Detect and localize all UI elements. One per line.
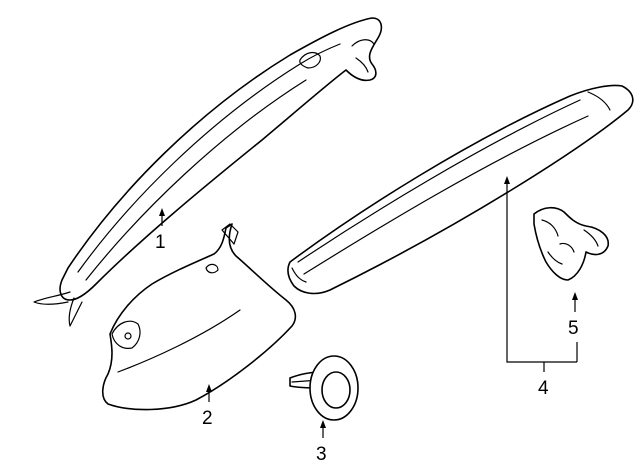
callout-4: 4 [538, 378, 549, 399]
leader-1 [159, 208, 165, 226]
leader-3 [320, 420, 326, 438]
part-1-pillar-trim [33, 17, 383, 327]
leader-2 [206, 384, 212, 402]
part-2-quarter-panel [101, 223, 297, 411]
callout-3: 3 [316, 444, 327, 465]
part-5-retainer [533, 206, 610, 281]
part-4-sill-plate [287, 84, 634, 295]
leader-5 [572, 292, 578, 362]
callout-5: 5 [568, 318, 579, 339]
callout-1: 1 [155, 232, 166, 253]
leader-4 [504, 176, 577, 372]
callout-2: 2 [202, 408, 213, 429]
part-3-push-clip [289, 355, 359, 421]
